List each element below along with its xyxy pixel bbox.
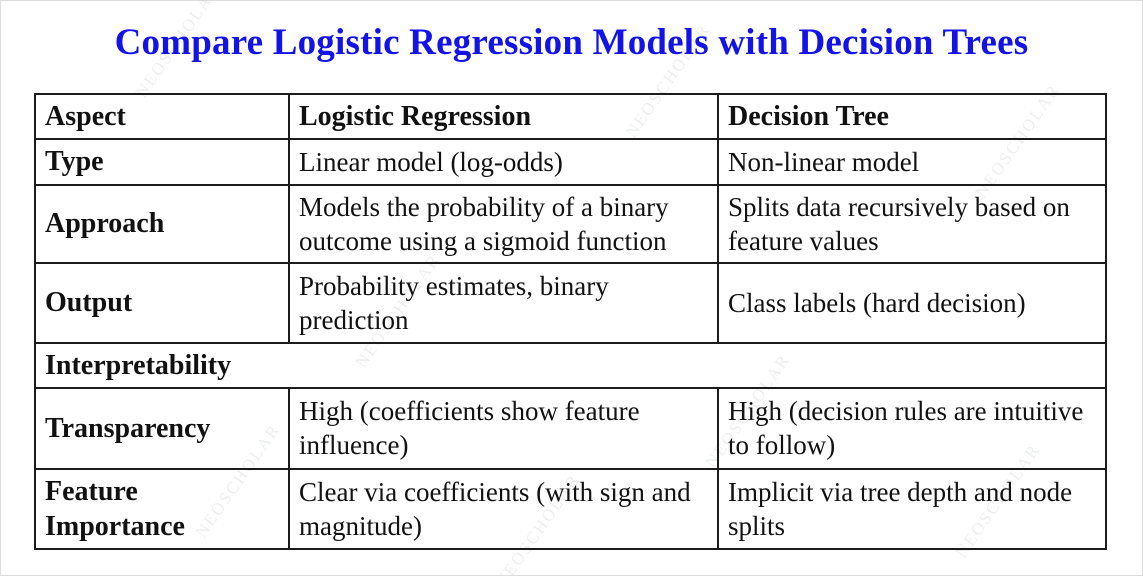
aspect-cell: Approach bbox=[34, 183, 290, 264]
table-row-output: Output Probability estimates, binary pre… bbox=[34, 261, 1107, 344]
table-row-feature-importance: Feature Importance Clear via coefficient… bbox=[34, 467, 1107, 551]
table-row-approach: Approach Models the probability of a bin… bbox=[34, 183, 1107, 264]
table-section-row: Interpretability bbox=[34, 341, 1107, 389]
aspect-cell: Output bbox=[34, 261, 290, 344]
page-title: Compare Logistic Regression Models with … bbox=[114, 22, 1029, 63]
aspect-cell: Transparency bbox=[34, 386, 290, 470]
header-cell-logistic-regression: Logistic Regression bbox=[288, 92, 719, 141]
table-row-type: Type Linear model (log-odds) Non-linear … bbox=[34, 138, 1107, 186]
aspect-cell: Type bbox=[34, 138, 290, 186]
table-header-row: Aspect Logistic Regression Decision Tree bbox=[34, 92, 1107, 141]
logistic-regression-cell: Clear via coefficients (with sign and ma… bbox=[288, 467, 719, 551]
decision-tree-cell: Non-linear model bbox=[717, 138, 1107, 186]
decision-tree-cell: Class labels (hard decision) bbox=[717, 261, 1107, 344]
logistic-regression-cell: Models the probability of a binary outco… bbox=[288, 183, 719, 264]
header-cell-decision-tree: Decision Tree bbox=[717, 92, 1107, 141]
aspect-cell: Feature Importance bbox=[34, 467, 290, 551]
logistic-regression-cell: High (coefficients show feature influenc… bbox=[288, 386, 719, 470]
logistic-regression-cell: Probability estimates, binary prediction bbox=[288, 261, 719, 344]
decision-tree-cell: Implicit via tree depth and node splits bbox=[717, 467, 1107, 551]
logistic-regression-cell: Linear model (log-odds) bbox=[288, 138, 719, 186]
section-label-interpretability: Interpretability bbox=[34, 341, 1107, 389]
decision-tree-cell: High (decision rules are intuitive to fo… bbox=[717, 386, 1107, 470]
header-cell-aspect: Aspect bbox=[34, 92, 290, 141]
table-row-transparency: Transparency High (coefficients show fea… bbox=[34, 386, 1107, 470]
decision-tree-cell: Splits data recursively based on feature… bbox=[717, 183, 1107, 264]
comparison-table: Aspect Logistic Regression Decision Tree… bbox=[34, 92, 1107, 551]
